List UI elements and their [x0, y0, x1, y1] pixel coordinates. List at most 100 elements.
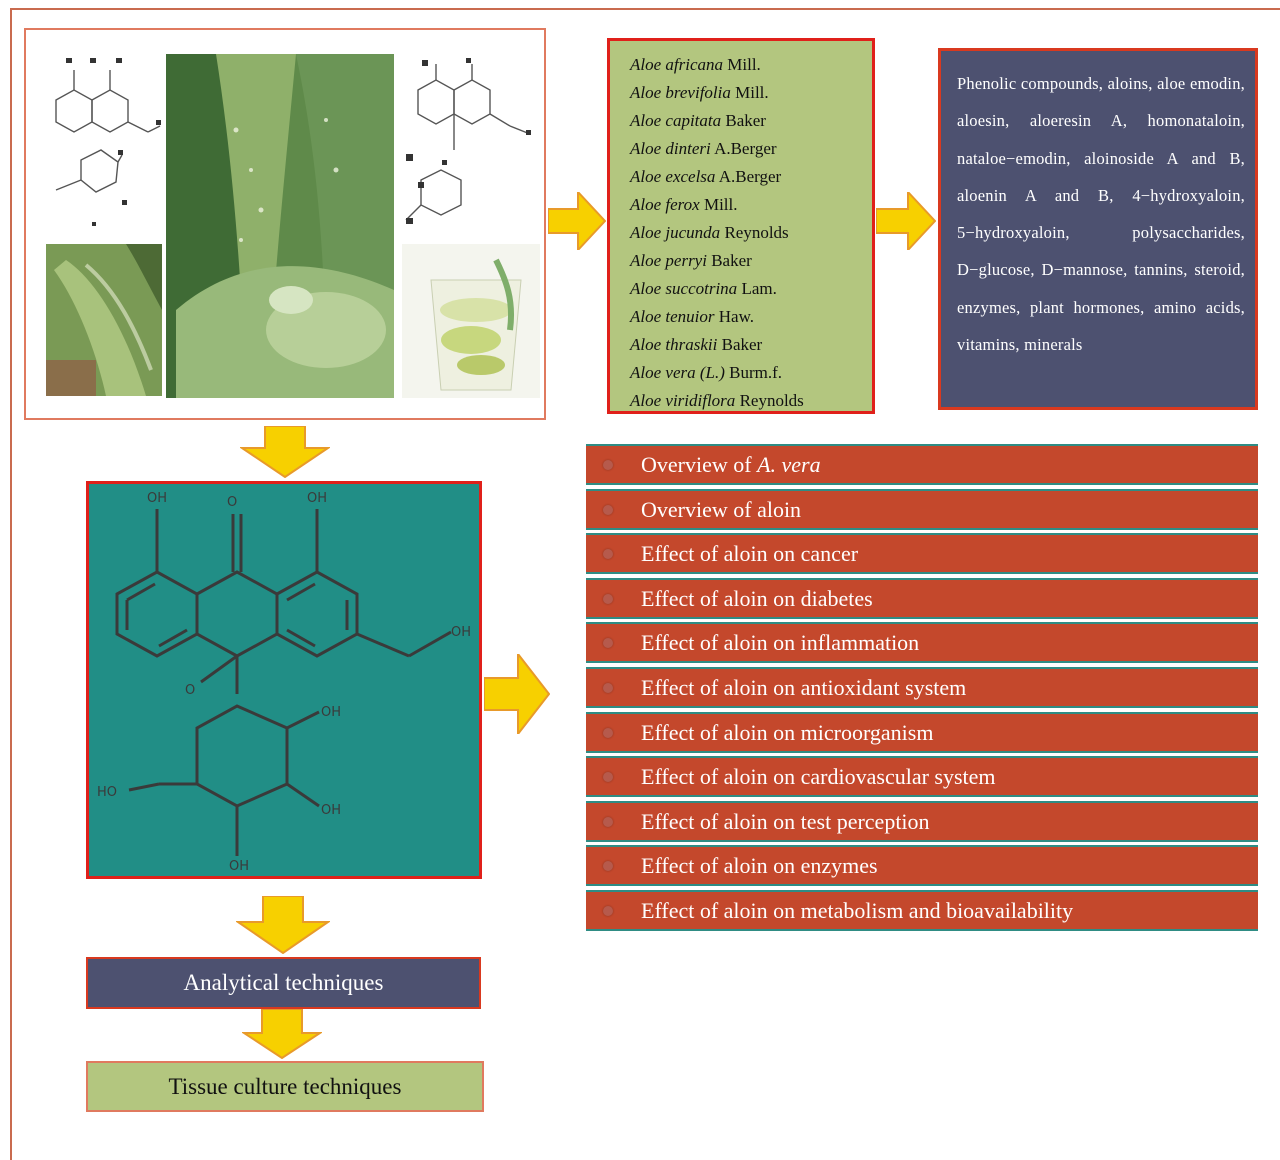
species-authority: Burm.f.: [729, 363, 782, 382]
species-item: Aloe tenuior Haw.: [630, 303, 872, 331]
species-epithet: jucunda: [665, 223, 720, 242]
topic-item: Overview of A. vera: [586, 444, 1258, 485]
topic-item: Overview of aloin: [586, 489, 1258, 530]
species-binomial: Aloe tenuior: [630, 307, 715, 326]
topic-label-text: Effect of aloin on inflammation: [641, 630, 919, 655]
aloe-gel-photo: [402, 244, 540, 398]
bullet-icon: [603, 505, 613, 515]
bullet-icon: [603, 549, 613, 559]
species-genus: Aloe: [630, 83, 661, 102]
species-item: Aloe excelsa A.Berger: [630, 163, 872, 191]
aloe-collage-graphic: [26, 30, 544, 418]
species-genus: Aloe: [630, 279, 661, 298]
structure-label: O: [185, 683, 195, 698]
analytical-techniques-box: Analytical techniques: [86, 957, 481, 1009]
aloe-species-list: Aloe africana Mill. Aloe brevifolia Mill.…: [607, 38, 875, 414]
topic-item: Effect of aloin on cardiovascular system: [586, 756, 1258, 797]
aloin-structure-small-left: [56, 70, 160, 192]
species-authority: A.Berger: [719, 167, 781, 186]
species-binomial: Aloe jucunda: [630, 223, 720, 242]
topic-label-text: Effect of aloin on diabetes: [641, 586, 873, 611]
structure-label: O: [227, 495, 237, 510]
species-binomial: Aloe brevifolia: [630, 83, 731, 102]
species-item: Aloe perryi Baker: [630, 247, 872, 275]
phytochemical-compounds-box: Phenolic compounds, aloins, aloe emodin,…: [938, 48, 1258, 410]
aloin-structure-small-right: [406, 64, 530, 220]
topic-label: Effect of aloin on enzymes: [641, 853, 878, 879]
species-epithet: africana: [665, 55, 723, 74]
species-epithet: succotrina: [665, 279, 737, 298]
topic-item: Effect of aloin on inflammation: [586, 622, 1258, 663]
structure-label: OH: [229, 859, 249, 874]
frame-top-line: [10, 8, 1280, 10]
topic-item: Effect of aloin on test perception: [586, 801, 1258, 842]
arrow-down-icon: [240, 426, 330, 478]
topic-label-text: Effect of aloin on antioxidant system: [641, 675, 966, 700]
topic-label-text: Effect of aloin on enzymes: [641, 853, 878, 878]
species-epithet: viridiflora: [665, 391, 735, 410]
species-epithet: dinteri: [665, 139, 710, 158]
topic-item: Effect of aloin on metabolism and bioava…: [586, 890, 1258, 931]
bullet-icon: [603, 638, 613, 648]
topic-label-text: Effect of aloin on microorganism: [641, 720, 933, 745]
species-genus: Aloe: [630, 307, 661, 326]
species-genus: Aloe: [630, 363, 661, 382]
bullet-icon: [603, 460, 613, 470]
structure-label: OH: [147, 491, 167, 506]
bullet-icon: [603, 906, 613, 916]
species-authority: Haw.: [719, 307, 754, 326]
species-item: Aloe ferox Mill.: [630, 191, 872, 219]
structure-label: OH: [321, 705, 341, 720]
aloe-leaves-photo-large: [166, 54, 394, 398]
topic-item: Effect of aloin on microorganism: [586, 712, 1258, 753]
species-binomial: Aloe ferox: [630, 195, 700, 214]
tissue-culture-techniques-label: Tissue culture techniques: [169, 1074, 402, 1099]
species-authority: Baker: [711, 251, 752, 270]
topic-item: Effect of aloin on antioxidant system: [586, 667, 1258, 708]
species-genus: Aloe: [630, 223, 661, 242]
structure-label: HO: [97, 785, 117, 800]
species-item: Aloe thraskii Baker: [630, 331, 872, 359]
species-item: Aloe africana Mill.: [630, 51, 872, 79]
topic-label-text: Effect of aloin on cardiovascular system: [641, 764, 996, 789]
species-binomial: Aloe succotrina: [630, 279, 737, 298]
structure-label: OH: [321, 803, 341, 818]
species-epithet: vera (L.): [665, 363, 724, 382]
species-genus: Aloe: [630, 167, 661, 186]
species-binomial: Aloe africana: [630, 55, 723, 74]
topic-label-text: Effect of aloin on metabolism and bioava…: [641, 898, 1073, 923]
species-binomial: Aloe excelsa: [630, 167, 715, 186]
arrow-right-icon: [548, 192, 606, 250]
topic-label: Overview of A. vera: [641, 452, 821, 478]
species-authority: Baker: [722, 335, 763, 354]
topic-label: Overview of aloin: [641, 497, 801, 523]
species-binomial: Aloe capitata: [630, 111, 721, 130]
topic-label-text: Effect of aloin on cancer: [641, 541, 858, 566]
bullet-icon: [603, 683, 613, 693]
species-genus: Aloe: [630, 195, 661, 214]
topic-label: Effect of aloin on diabetes: [641, 586, 873, 612]
arrow-down-icon: [242, 1009, 322, 1059]
species-binomial: Aloe thraskii: [630, 335, 717, 354]
topic-label: Effect of aloin on metabolism and bioava…: [641, 898, 1073, 924]
aloin-structure-box: OH OH O OH O OH OH OH HO: [86, 481, 482, 879]
species-authority: Baker: [725, 111, 766, 130]
analytical-techniques-label: Analytical techniques: [184, 970, 384, 995]
species-epithet: excelsa: [665, 167, 715, 186]
species-genus: Aloe: [630, 335, 661, 354]
arrow-right-icon: [484, 654, 550, 734]
bullet-icon: [603, 772, 613, 782]
bullet-icon: [603, 728, 613, 738]
aloe-leaf-photo-small: [46, 244, 162, 396]
topic-label: Effect of aloin on cardiovascular system: [641, 764, 996, 790]
species-authority: Lam.: [741, 279, 776, 298]
topic-label-italic: A. vera: [757, 452, 821, 477]
species-item: Aloe succotrina Lam.: [630, 275, 872, 303]
species-binomial: Aloe vera (L.): [630, 363, 725, 382]
species-binomial: Aloe perryi: [630, 251, 707, 270]
topic-item: Effect of aloin on diabetes: [586, 578, 1258, 619]
tissue-culture-techniques-box: Tissue culture techniques: [86, 1061, 484, 1112]
structure-label: OH: [451, 625, 471, 640]
species-authority: Mill.: [727, 55, 761, 74]
topic-label: Effect of aloin on inflammation: [641, 630, 919, 656]
